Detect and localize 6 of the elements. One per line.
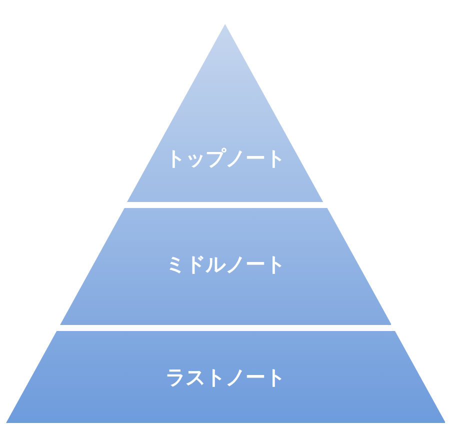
tier-label: ミドルノート <box>165 252 286 276</box>
tier-label: トップノート <box>165 146 286 170</box>
pyramid-top-triangle <box>127 24 324 202</box>
tier-label: ラストノート <box>165 365 286 389</box>
pyramid-tier <box>6 331 446 423</box>
pyramid-tier <box>60 208 392 325</box>
